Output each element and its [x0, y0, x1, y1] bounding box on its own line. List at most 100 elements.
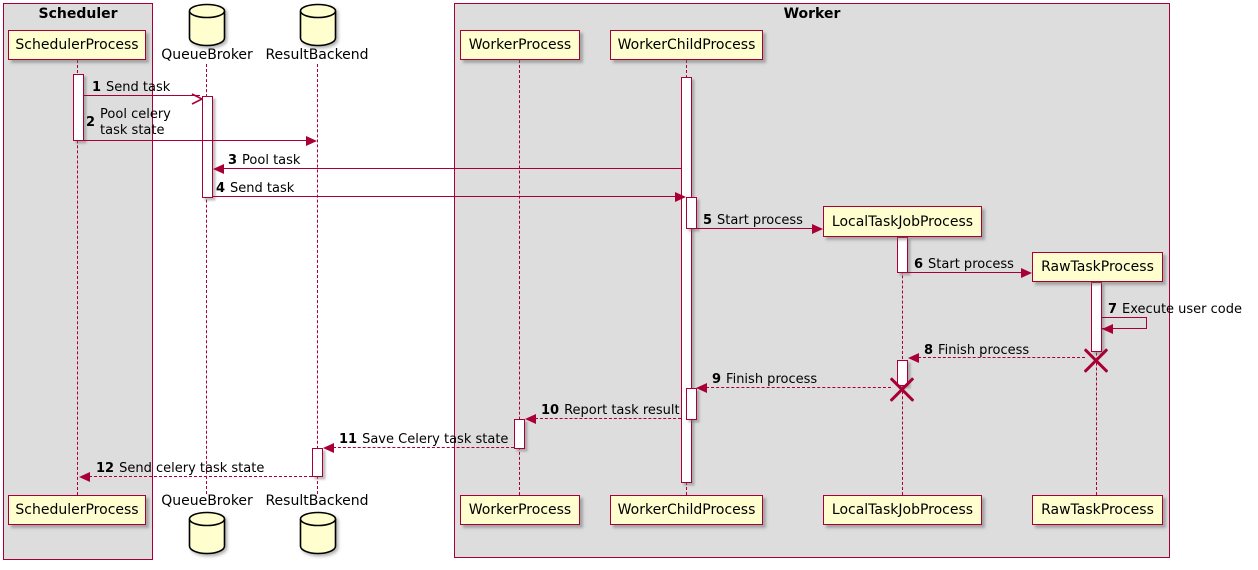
participant-label: WorkerChildProcess: [617, 502, 756, 518]
message-3-line: [223, 168, 681, 169]
message-8-text: Finish process: [938, 343, 1030, 358]
participant-workerchildprocess-bottom: WorkerChildProcess: [610, 495, 763, 525]
message-11-line: [333, 447, 514, 448]
participant-label: SchedulerProcess: [15, 37, 139, 53]
message-6-line: [908, 272, 1022, 273]
message-4-text: Send task: [230, 181, 295, 196]
participant-localtaskjobprocess-created: LocalTaskJobProcess: [823, 206, 982, 237]
participant-label: SchedulerProcess: [15, 502, 139, 518]
workerchildprocess-activation-main: [681, 77, 692, 483]
workerprocess-activation: [514, 419, 525, 449]
queuebroker-lifeline: [206, 64, 207, 494]
participant-label: LocalTaskJobProcess: [831, 502, 974, 518]
message-4-label: 4 Send task: [216, 181, 294, 197]
message-2-number: 2: [86, 115, 96, 130]
message-6-number: 6: [914, 257, 924, 272]
queuebroker-label-bottom: QueueBroker: [161, 493, 253, 509]
message-4-arrowhead-icon: [675, 192, 686, 202]
message-3-arrowhead-icon: [213, 164, 224, 174]
message-9-number: 9: [712, 372, 722, 387]
message-7-text: Execute user code: [1122, 302, 1243, 317]
localtaskjobprocess-activation-1: [897, 237, 908, 273]
worker-group-title: Worker: [783, 6, 841, 22]
participant-label: WorkerChildProcess: [617, 37, 756, 53]
participant-label: RawTaskProcess: [1041, 259, 1154, 275]
message-7-arrowhead-icon: [1102, 324, 1113, 334]
message-5-line: [696, 228, 813, 229]
resultbackend-label-bottom: ResultBackend: [265, 493, 369, 509]
message-12-label: 12 Send celery task state: [96, 461, 264, 477]
message-11-label: 11 Save Celery task state: [339, 432, 508, 448]
workerprocess-lifeline: [519, 60, 520, 495]
workerchildprocess-activation-nested-2: [686, 388, 697, 420]
message-9-label: 9 Finish process: [712, 372, 817, 388]
resultbackend-database-icon: [299, 3, 337, 51]
message-1-text: Send task: [106, 80, 171, 95]
message-2-label: 2 Pool celery task state: [86, 107, 178, 139]
message-10-number: 10: [541, 403, 560, 418]
message-12-number: 12: [96, 461, 115, 476]
rawtaskprocess-activation: [1091, 282, 1102, 352]
participant-workerchildprocess-top: WorkerChildProcess: [610, 30, 763, 60]
message-1-number: 1: [92, 80, 102, 95]
message-6-text: Start process: [928, 257, 1014, 272]
resultbackend-database-icon-bottom: [299, 511, 337, 559]
participant-label: LocalTaskJobProcess: [831, 213, 974, 230]
message-12-line: [89, 476, 312, 477]
participant-workerprocess-top: WorkerProcess: [460, 30, 580, 60]
participant-schedulerprocess-bottom: SchedulerProcess: [8, 495, 146, 525]
message-6-label: 6 Start process: [914, 257, 1014, 273]
message-3-text: Pool task: [242, 153, 301, 168]
message-5-text: Start process: [717, 213, 803, 228]
message-1-label: 1 Send task: [92, 80, 170, 96]
message-6-arrowhead-icon: [1021, 268, 1032, 278]
rawtaskprocess-lifeline: [1096, 268, 1097, 495]
message-2-line: [83, 140, 307, 141]
message-1-arrowhead-icon: [191, 90, 204, 109]
message-3-number: 3: [228, 153, 238, 168]
participant-rawtaskprocess-created: RawTaskProcess: [1032, 252, 1163, 282]
message-10-arrowhead-icon: [525, 414, 536, 424]
message-7-label: 7 Execute user code: [1108, 302, 1242, 318]
resultbackend-activation: [312, 448, 323, 477]
schedulerprocess-lifeline: [77, 60, 78, 495]
localtaskjobprocess-lifeline: [902, 220, 903, 495]
message-11-text: Save Celery task state: [362, 432, 509, 447]
message-10-label: 10 Report task result: [541, 403, 680, 419]
workerchildprocess-activation-nested-1: [686, 197, 697, 229]
message-9-arrowhead-icon: [696, 383, 707, 393]
message-11-number: 11: [339, 432, 358, 447]
message-5-label: 5 Start process: [703, 213, 803, 229]
queuebroker-activation: [202, 96, 213, 198]
message-1-line: [83, 95, 200, 96]
resultbackend-label-top: ResultBackend: [265, 47, 369, 63]
schedulerprocess-activation: [73, 74, 84, 141]
participant-localtaskjobprocess-bottom: LocalTaskJobProcess: [823, 495, 982, 525]
message-4-line: [213, 196, 676, 197]
message-10-line: [535, 418, 681, 419]
rawtaskprocess-destroy-x-icon: [1083, 347, 1109, 373]
scheduler-group-title: Scheduler: [38, 6, 118, 22]
message-8-number: 8: [924, 343, 934, 358]
message-4-number: 4: [216, 181, 226, 196]
message-12-arrowhead-icon: [79, 472, 90, 482]
message-7-selfloop-line: [1102, 317, 1147, 329]
message-9-line: [706, 387, 891, 388]
message-11-arrowhead-icon: [323, 443, 334, 453]
participant-label: WorkerProcess: [468, 502, 572, 518]
message-10-text: Report task result: [564, 403, 680, 418]
message-7-number: 7: [1108, 302, 1118, 317]
message-5-arrowhead-icon: [812, 224, 823, 234]
queuebroker-database-icon-bottom: [188, 511, 226, 559]
message-8-line: [918, 357, 1085, 358]
message-8-arrowhead-icon: [908, 353, 919, 363]
message-5-number: 5: [703, 213, 713, 228]
message-2-text: Pool celery task state: [100, 107, 171, 138]
participant-workerprocess-bottom: WorkerProcess: [460, 495, 580, 525]
message-8-label: 8 Finish process: [924, 343, 1029, 359]
message-9-text: Finish process: [726, 372, 818, 387]
queuebroker-label-top: QueueBroker: [161, 47, 253, 63]
message-12-text: Send celery task state: [119, 461, 265, 476]
participant-schedulerprocess-top: SchedulerProcess: [8, 30, 146, 60]
